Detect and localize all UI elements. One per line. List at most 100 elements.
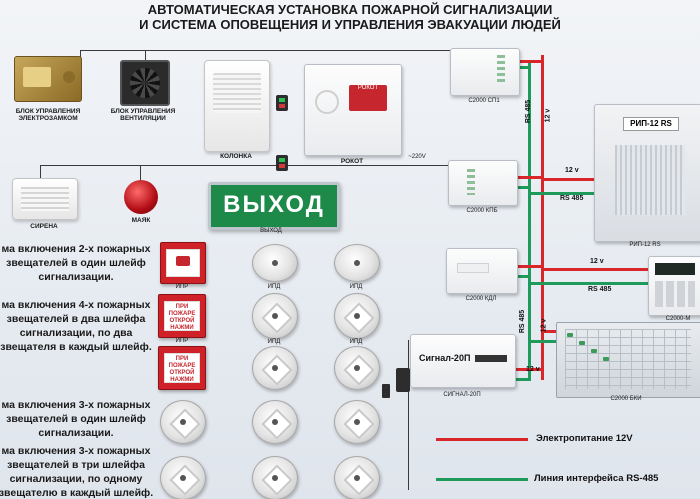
- label-rs485-v2: RS 485: [519, 309, 527, 334]
- relay-1: [276, 95, 288, 111]
- smoke-detector: [334, 346, 380, 390]
- terminal-block: [382, 384, 390, 398]
- rs485-to-sp1: [518, 66, 531, 69]
- ipd-label: ИПД: [267, 339, 281, 345]
- smoke-detector: [252, 244, 298, 282]
- smoke-detector: [334, 293, 380, 339]
- rs485-to-rip: [531, 192, 594, 195]
- label-12v-h3: 12 v: [526, 366, 540, 373]
- smoke-detector: [334, 244, 380, 282]
- manual-call-point-2: ПРИ ПОЖАРЕ ОТКРОЙ НАЖМИ: [158, 294, 206, 338]
- ipd-label: ИПД: [267, 284, 281, 290]
- title-line-1: АВТОМАТИЧЕСКАЯ УСТАНОВКА ПОЖАРНОЙ СИГНАЛ…: [147, 2, 553, 17]
- scheme-1: ма включения 2-х пожарных звещателей в о…: [1, 243, 151, 283]
- label-12v-h1: 12 v: [565, 167, 579, 174]
- label-12v-h2: 12 v: [590, 258, 604, 265]
- relay-2: [276, 155, 288, 171]
- manual-call-point-3: ПРИ ПОЖАРЕ ОТКРОЙ НАЖМИ: [158, 346, 206, 390]
- legend-interface-text: Линия интерфейса RS-485: [534, 473, 659, 484]
- rs485-bus-vertical: [528, 60, 531, 380]
- manual-text-2: ПРИ ПОЖАРЕ ОТКРОЙ НАЖМИ: [164, 301, 200, 331]
- s2000-sp1-label: С2000 СП1: [468, 98, 500, 104]
- s2000-kdl: [446, 248, 518, 294]
- bki-label: С2000 БКИ: [610, 396, 642, 402]
- title-line-2: И СИСТЕМА ОПОВЕЩЕНИЯ И УПРАВЛЕНИЯ ЭВАКУА…: [139, 17, 561, 32]
- smoke-detector: [334, 456, 380, 499]
- rs485-to-kdl: [516, 275, 531, 278]
- s2000-kpb: [448, 160, 518, 206]
- signal-20p: Сигнал-20П: [410, 334, 516, 388]
- legend-interface-line: [436, 478, 528, 481]
- rip-12-rs: РИП-12 RS: [594, 104, 700, 242]
- junction-box: [396, 368, 410, 392]
- fan-label: БЛОК УПРАВЛЕНИЯ ВЕНТИЛЯЦИИ: [110, 108, 176, 122]
- wire-top: [80, 50, 450, 51]
- ipd-label: ИПД: [349, 284, 363, 290]
- rs485-to-c2000m: [531, 282, 661, 285]
- wire-loop-vert: [408, 340, 409, 490]
- label-rs485-h2: RS 485: [588, 286, 612, 293]
- siren: [12, 178, 78, 220]
- vent-fan: [120, 60, 170, 106]
- s2000-kpb-label: С2000 КПБ: [466, 208, 498, 214]
- legend-power-line: [436, 438, 528, 441]
- ipd-label: ИПД: [349, 339, 363, 345]
- wire-lock-drop: [80, 50, 81, 58]
- power-to-c2000m: [544, 268, 664, 271]
- wire-fan-drop: [145, 50, 146, 62]
- smoke-detector: [252, 400, 298, 444]
- beacon-light: [124, 180, 158, 214]
- power-to-signal: [514, 368, 544, 371]
- smoke-detector: [252, 346, 298, 390]
- power-to-kpb: [516, 176, 544, 179]
- s2000-sp1: [450, 48, 520, 96]
- scheme-4: ма включения 3-х пожарных звещателей в т…: [0, 445, 154, 499]
- scheme-2: ма включения 4-х пожарных звещателей в д…: [0, 299, 152, 353]
- wire-siren-drop: [40, 165, 41, 179]
- exit-sign: ВЫХОД: [208, 182, 340, 230]
- rip-label: РИП-12 RS: [629, 242, 661, 248]
- manual-text-3: ПРИ ПОЖАРЕ ОТКРОЙ НАЖМИ: [164, 353, 200, 383]
- beacon-label: МАЯК: [131, 217, 151, 224]
- rokot-voltage: ~220V: [408, 154, 426, 160]
- manual-call-point-1: [160, 242, 206, 284]
- power-bus-vertical: [541, 55, 544, 380]
- legend-power-text: Электропитание 12V: [536, 433, 633, 444]
- signal-brand: Сигнал-20П: [419, 353, 471, 363]
- c2000-m: [648, 256, 700, 316]
- stand-title: АВТОМАТИЧЕСКАЯ УСТАНОВКА ПОЖАРНОЙ СИГНАЛ…: [70, 2, 630, 32]
- rokot-device: РОКОТ: [304, 64, 402, 156]
- smoke-detector: [160, 456, 206, 499]
- power-to-rip: [544, 178, 594, 181]
- smoke-detector: [334, 400, 380, 444]
- speaker-label: КОЛОНКА: [220, 153, 252, 160]
- power-to-bki: [544, 330, 556, 333]
- label-12v-v2: 12 v: [540, 318, 548, 333]
- c2000m-label: С2000-М: [665, 316, 691, 322]
- power-to-kdl: [516, 265, 544, 268]
- s2000-bki: [556, 322, 700, 398]
- label-rs485-h1: RS 485: [560, 195, 584, 202]
- speaker: [204, 60, 270, 152]
- power-to-sp1: [518, 60, 544, 63]
- rokot-label: РОКОТ: [340, 158, 364, 165]
- smoke-detector: [252, 456, 298, 499]
- label-12v-v1: 12 v: [544, 108, 552, 123]
- ipr-label-2: ИПР: [175, 338, 189, 344]
- rip-panel: РИП-12 RS: [623, 117, 679, 131]
- wire-beacon-drop: [140, 165, 141, 181]
- lock-label: БЛОК УПРАВЛЕНИЯ ЭЛЕКТРОЗАМКОМ: [15, 108, 81, 122]
- wire-mid: [40, 165, 450, 166]
- rs485-to-signal: [514, 378, 531, 381]
- rs485-to-kpb: [516, 186, 531, 189]
- siren-label: СИРЕНА: [30, 223, 58, 230]
- rs485-to-bki: [531, 340, 556, 343]
- exit-label: ВЫХОД: [260, 228, 282, 234]
- scheme-3: ма включения 3-х пожарных звещателей в о…: [1, 399, 151, 439]
- ipr-label-1: ИПР: [175, 284, 189, 290]
- smoke-detector: [252, 293, 298, 339]
- rokot-panel: РОКОТ: [349, 85, 387, 111]
- s2000-kdl-label: С2000 КДЛ: [465, 296, 497, 302]
- electro-lock: [14, 56, 82, 102]
